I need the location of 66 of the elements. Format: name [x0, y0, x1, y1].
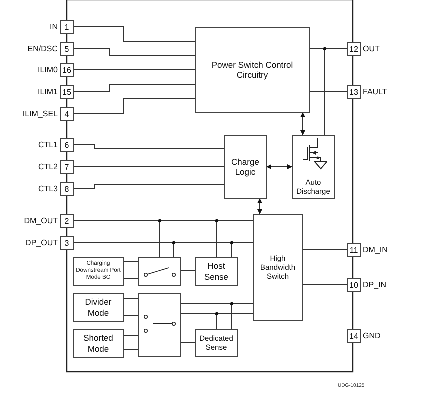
pin-label: IN: [50, 22, 58, 32]
pin-number: 13: [350, 88, 358, 96]
pin-label: CTL1: [38, 140, 58, 150]
block-box: [292, 135, 335, 199]
block-box: [195, 329, 238, 357]
pin-label: ILIM1: [38, 88, 58, 96]
wire: [74, 166, 224, 168]
arrow: [258, 198, 262, 214]
block-label: Power Switch Control Circuitry: [210, 60, 294, 80]
wire: [124, 298, 138, 300]
wire: [74, 184, 224, 190]
pin-label: EN/DSC: [28, 44, 58, 54]
block-label: Divider Mode: [84, 297, 113, 318]
block-label: Charge Logic: [230, 156, 260, 178]
pin-number: 5: [64, 44, 70, 54]
pin-number: 12: [350, 44, 358, 54]
pin-label: DP_IN: [363, 280, 387, 290]
block-label: Shorted Mode: [82, 333, 114, 354]
pin-number: 4: [64, 110, 70, 118]
wire: [180, 314, 218, 330]
pin-number: 11: [350, 246, 358, 254]
pin-label: FAULT: [363, 88, 388, 96]
wire: [74, 26, 196, 42]
switch-box: [138, 257, 181, 286]
wire: [74, 84, 196, 92]
block-box: [224, 135, 267, 199]
arrow: [300, 112, 306, 136]
wire: [74, 48, 196, 56]
wire: [74, 98, 196, 114]
wire: [124, 278, 138, 280]
wire: [74, 242, 232, 258]
wire: [74, 144, 224, 150]
block-box: [73, 329, 124, 358]
pin-label: OUT: [363, 44, 380, 54]
pin-label: CTL3: [38, 184, 58, 194]
pin-label: DP_OUT: [26, 238, 58, 248]
block-label: Host Sense: [203, 261, 230, 282]
pin-number: 2: [64, 216, 70, 226]
block-box: [73, 293, 124, 322]
pin-label: DM_OUT: [24, 216, 58, 226]
wire: [180, 342, 196, 344]
wire: [180, 270, 196, 272]
wire: [302, 284, 348, 286]
block-box: [195, 27, 310, 113]
pin-number: 14: [350, 332, 358, 340]
pin-number: 3: [64, 238, 70, 248]
pin-label: GND: [363, 332, 381, 340]
wire: [324, 48, 348, 136]
block-box: [253, 214, 303, 321]
pin-label: CTL2: [38, 162, 58, 172]
pin-number: 8: [64, 184, 70, 194]
pin-number: 10: [350, 280, 358, 290]
pin-number: 6: [64, 140, 70, 150]
switch-box: [138, 293, 181, 357]
block-box: [195, 257, 238, 286]
arrow: [266, 164, 292, 170]
wire: [180, 304, 232, 330]
pin-number: 7: [64, 162, 70, 172]
pin-number: 15: [62, 88, 72, 96]
wire: [74, 220, 218, 258]
block-box: [73, 257, 124, 286]
pin-number: 1: [64, 22, 70, 32]
pin-label: ILIM_SEL: [22, 110, 58, 118]
pin-label: ILIM0: [38, 66, 58, 74]
pin-label: DM_IN: [363, 246, 388, 254]
pin-number: 16: [62, 66, 72, 74]
